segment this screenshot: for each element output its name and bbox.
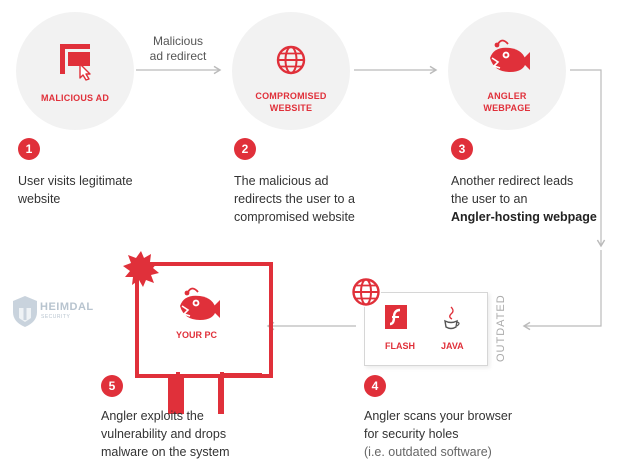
step-5-number: 5 [101,375,123,397]
arrow-angler-down [570,69,606,248]
anglerfish-pc-icon [180,287,220,320]
java-icon [444,306,460,330]
step-4-line-2: for security holes [364,427,459,441]
flash-label: FLASH [385,341,415,351]
step-2-number: 2 [234,138,256,160]
your-pc-label: YOUR PC [176,330,218,340]
heimdal-logo-text: HEIMDAL [40,301,94,313]
heimdal-logo-subtext: SECURITY [41,314,71,320]
globe-browser-icon [351,277,381,307]
malicious-ad-label: MALICIOUS AD [40,93,110,103]
step-3-bold: Angler-hosting webpage [451,210,597,224]
compromised-website-node: COMPROMISED WEBSITE [232,12,350,130]
browser-scan-box: FLASH JAVA [364,292,488,366]
compromised-website-label-line-1: COMPROMISED [255,91,327,101]
step-3-text: Another redirect leads the user to an An… [451,172,616,226]
outdated-label: OUTDATED [495,294,507,362]
step-3-line-1: Another redirect leads [451,174,574,188]
step-5-line-1: Angler exploits the [101,409,204,423]
flash-icon [385,305,407,329]
step-3-line-2: the user to an [451,192,528,206]
java-label: JAVA [441,341,464,351]
malicious-ad-node: MALICIOUS AD [16,12,134,130]
step-1-text: User visits legitimate website [18,172,188,208]
redirect-label: Malicious ad redirect [136,34,220,64]
angler-webpage-node: ANGLER WEBPAGE [448,12,566,130]
step-2-text: The malicious ad redirects the user to a… [234,172,414,226]
step-2-line-2: redirects the user to a [234,192,355,206]
arrow-down-to-browser [522,250,602,331]
step-4-number: 4 [364,375,386,397]
step-2-line-3: compromised website [234,210,355,224]
angler-webpage-label: ANGLER WEBPAGE [448,90,566,114]
globe-icon [276,45,306,75]
step-1-line-1: User visits legitimate [18,174,133,188]
step-1-number: 1 [18,138,40,160]
your-pc-node: YOUR PC [118,248,278,418]
step-4-text: Angler scans your browser for security h… [364,407,544,461]
step-5-text: Angler exploits the vulnerability and dr… [101,407,291,461]
step-4-line-1: Angler scans your browser [364,409,512,423]
redirect-label-line-1: Malicious [152,34,203,48]
compromised-website-label: COMPROMISED WEBSITE [232,90,350,114]
step-2-line-1: The malicious ad [234,174,329,188]
step-5-line-2: vulnerability and drops [101,427,227,441]
angler-webpage-label-line-1: ANGLER [487,91,527,101]
step-1-line-2: website [18,192,61,206]
compromised-website-label-line-2: WEBSITE [269,103,313,113]
step-5-line-3: malware on the system [101,445,230,459]
step-3-number: 3 [451,138,473,160]
anglerfish-icon [490,39,530,72]
malware-burst-icon [123,251,159,287]
pc-monitor-icon [135,262,273,414]
heimdal-logo: HEIMDAL SECURITY [10,292,102,332]
step-4-note: (i.e. outdated software) [364,445,492,459]
helmet-icon [13,296,37,327]
angler-webpage-label-line-2: WEBPAGE [483,103,531,113]
ad-click-icon [60,44,91,81]
redirect-label-line-2: ad redirect [149,49,207,63]
